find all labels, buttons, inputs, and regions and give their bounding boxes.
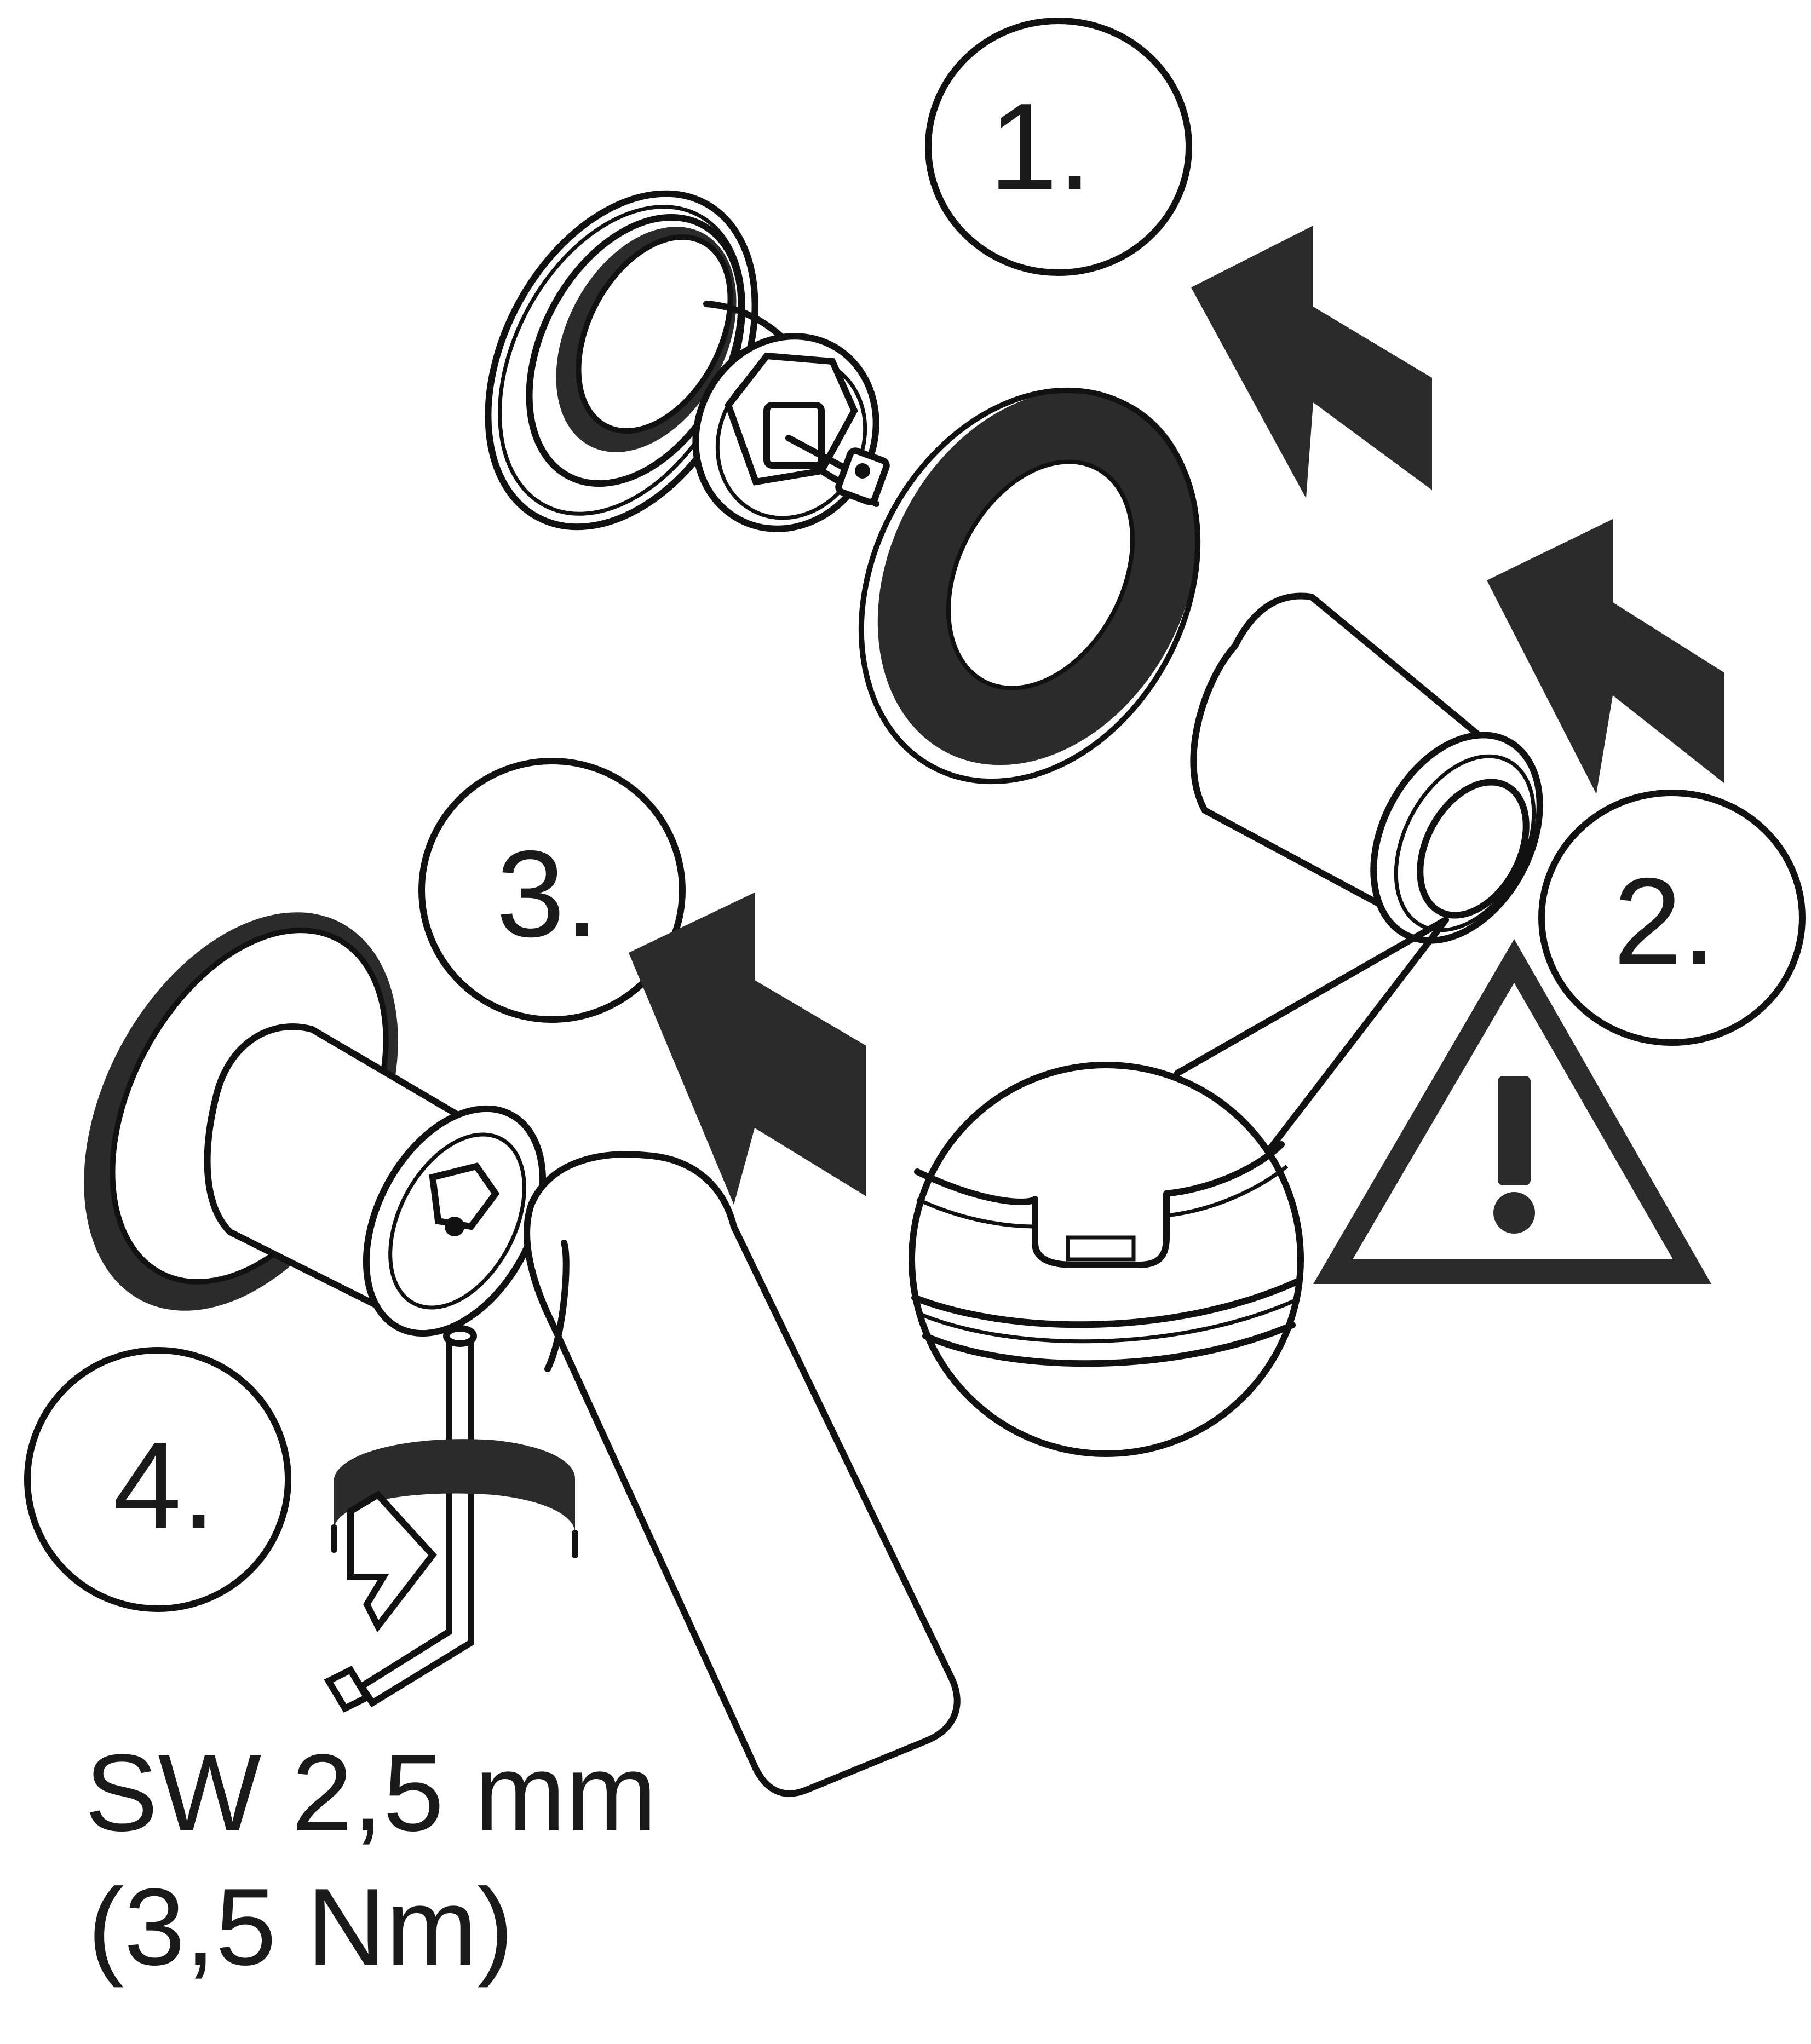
arrow-icon — [1191, 226, 1432, 498]
step-2-label: 2. — [1613, 852, 1716, 990]
arrow-icon — [1487, 519, 1724, 794]
step-4-badge: 4. — [24, 1347, 291, 1612]
step-4-label: 4. — [113, 1416, 216, 1554]
rotate-arrow-icon — [331, 1439, 578, 1633]
mounted-valve — [84, 912, 547, 1337]
valve-body — [485, 190, 890, 532]
wrench-size-label: SW 2,5 mm — [85, 1732, 657, 1854]
lever-handle — [524, 1151, 961, 1797]
step-3-badge: 3. — [418, 758, 686, 1023]
step-1-label: 1. — [989, 77, 1092, 215]
warning-icon — [1313, 939, 1711, 1284]
arrow-icon — [629, 893, 866, 1205]
hex-key-icon — [324, 1325, 477, 1713]
step-1-badge: 1. — [925, 18, 1192, 276]
step-3-label: 3. — [496, 825, 599, 963]
step-2-badge: 2. — [1538, 790, 1806, 1046]
cover-rosette — [858, 387, 1201, 785]
torque-label: (3,5 Nm) — [88, 1866, 514, 1988]
detail-zoom — [909, 917, 1449, 1457]
sleeve — [1190, 592, 1543, 944]
